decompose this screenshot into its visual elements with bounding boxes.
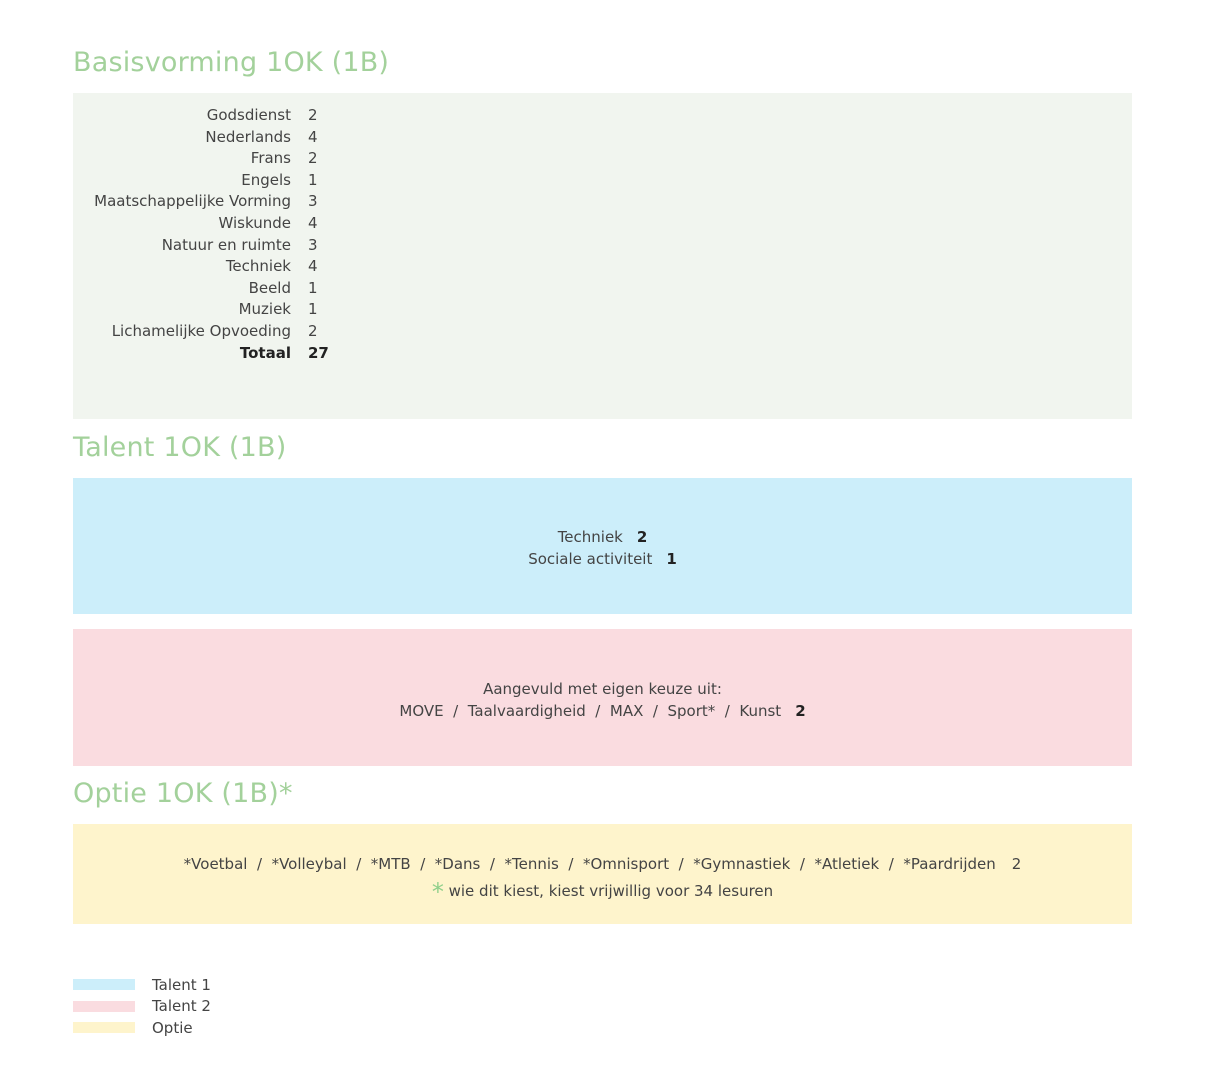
talent2-content: Aangevuld met eigen keuze uit: MOVE / Ta… [73,678,1132,722]
subject-row: Nederlands 4 [73,127,329,149]
subject-name: Techniek [225,257,291,276]
optie-note-line: * wie dit kiest, kiest vrijwillig voor 3… [73,875,1132,906]
talent1-item: Sociale activiteit 1 [73,548,1132,570]
subject-hours: 1 [308,300,318,319]
subject-hours: 2 [308,106,318,124]
subject-row: Wiskunde 4 [73,213,329,235]
subject-name: Nederlands [205,127,291,146]
legend: Talent 1 Talent 2 Optie [73,974,211,1039]
talent1-item-hours: 2 [636,528,648,546]
subject-hours: 1 [308,170,318,189]
optie-choices-line: *Voetbal / *Volleybal / *MTB / *Dans / *… [73,853,1132,875]
optie-title: Optie 1OK (1B)* [73,778,293,809]
subject-name: Godsdienst [206,106,291,124]
subject-hours: 2 [308,149,318,168]
subject-row: Techniek 4 [73,256,329,278]
basisvorming-title: Basisvorming 1OK (1B) [73,47,390,78]
legend-swatch [73,1022,135,1034]
talent2-choices: MOVE / Taalvaardigheid / MAX / Sport* / … [399,702,782,720]
subject-hours: 4 [308,257,318,276]
optie-panel: *Voetbal / *Volleybal / *MTB / *Dans / *… [73,824,1132,924]
total-label: Totaal [239,343,291,362]
subject-row: Muziek 1 [73,299,329,321]
talent2-choices-line: MOVE / Taalvaardigheid / MAX / Sport* / … [73,700,1132,722]
subject-hours: 2 [308,321,318,340]
talent1-item: Techniek 2 [73,526,1132,548]
subject-row: Maatschappelijke Vorming 3 [73,191,329,213]
subject-row: Natuur en ruimte 3 [73,235,329,257]
talent1-item-hours: 1 [666,550,677,568]
legend-swatch [73,979,135,991]
talent-title: Talent 1OK (1B) [73,432,287,463]
legend-label: Optie [152,1018,193,1037]
subject-row: Engels 1 [73,170,329,192]
subject-hours: 3 [308,235,318,254]
optie-hours: 2 [1011,855,1022,873]
legend-item: Optie [73,1017,211,1039]
subject-name: Lichamelijke Opvoeding [111,321,291,340]
subject-hours: 1 [308,278,318,297]
subject-row: Frans 2 [73,148,329,170]
optie-choices: *Voetbal / *Volleybal / *MTB / *Dans / *… [183,855,996,873]
total-row: Totaal 27 [73,343,329,365]
talent2-hours: 2 [795,702,806,720]
subject-name: Frans [250,149,291,168]
subject-name: Engels [241,170,291,189]
subject-name: Natuur en ruimte [161,235,291,254]
subject-hours: 4 [308,127,318,146]
talent2-intro: Aangevuld met eigen keuze uit: [483,680,722,698]
subject-name: Muziek [238,300,291,319]
subject-row: Beeld 1 [73,278,329,300]
subject-hours: 4 [308,213,318,232]
talent1-item-name: Techniek [557,528,623,546]
optie-content: *Voetbal / *Volleybal / *MTB / *Dans / *… [73,853,1132,906]
legend-item: Talent 1 [73,974,211,996]
optie-note: wie dit kiest, kiest vrijwillig voor 34 … [448,882,774,900]
subject-name: Maatschappelijke Vorming [94,192,291,211]
talent2-panel: Aangevuld met eigen keuze uit: MOVE / Ta… [73,629,1132,766]
legend-swatch [73,1000,135,1012]
legend-label: Talent 2 [152,997,211,1016]
subject-name: Wiskunde [218,213,291,232]
asterisk-icon: * [431,878,444,906]
talent1-item-name: Sociale activiteit [528,550,653,568]
legend-item: Talent 2 [73,996,211,1018]
legend-label: Talent 1 [152,975,211,994]
subject-name: Beeld [248,278,291,297]
total-hours: 27 [308,343,329,362]
subject-row: Lichamelijke Opvoeding 2 [73,321,329,343]
subject-row: Godsdienst 2 [73,105,329,127]
subject-hours: 3 [308,192,318,211]
